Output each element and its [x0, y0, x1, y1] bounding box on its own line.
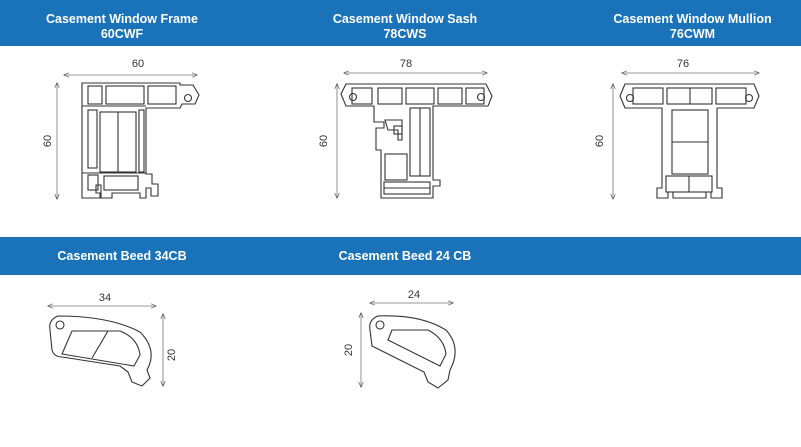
mullion-code: 76CWM — [669, 27, 716, 41]
bead24-height-label: 20 — [343, 344, 355, 356]
frame-profile-drawing — [57, 75, 200, 199]
mullion-width-label: 76 — [677, 58, 689, 70]
sash-height-label: 60 — [318, 135, 330, 147]
sash-title: Casement Window Sash — [332, 12, 478, 26]
frame-height-label: 60 — [42, 135, 54, 147]
header-band-beads — [0, 237, 801, 275]
bead24-title: Casement Beed 24 CB — [338, 249, 472, 263]
frame-code: 60CWF — [100, 27, 144, 41]
sash-code: 78CWS — [383, 27, 427, 41]
frame-width-label: 60 — [132, 58, 144, 70]
frame-header: Casement Window Frame 60CWF — [22, 12, 222, 42]
bead34-header: Casement Beed 34CB — [22, 249, 222, 264]
mullion-title: Casement Window Mullion — [613, 12, 772, 26]
bead34-width-label: 34 — [99, 292, 111, 304]
mullion-profile-drawing — [613, 73, 760, 199]
bead24-width-label: 24 — [408, 289, 420, 301]
bead34-profile-drawing — [48, 306, 163, 387]
sash-profile-drawing — [337, 73, 493, 198]
mullion-height-label: 60 — [594, 135, 606, 147]
header-band-top — [0, 0, 801, 46]
bead34-title: Casement Beed 34CB — [57, 249, 187, 263]
mullion-header: Casement Window Mullion 76CWM — [590, 12, 795, 42]
frame-title: Casement Window Frame — [45, 12, 198, 26]
bead34-height-label: 20 — [166, 349, 178, 361]
bead24-header: Casement Beed 24 CB — [305, 249, 505, 264]
sash-header: Casement Window Sash 78CWS — [305, 12, 505, 42]
sash-width-label: 78 — [400, 58, 412, 70]
bead24-profile-drawing — [361, 303, 456, 389]
